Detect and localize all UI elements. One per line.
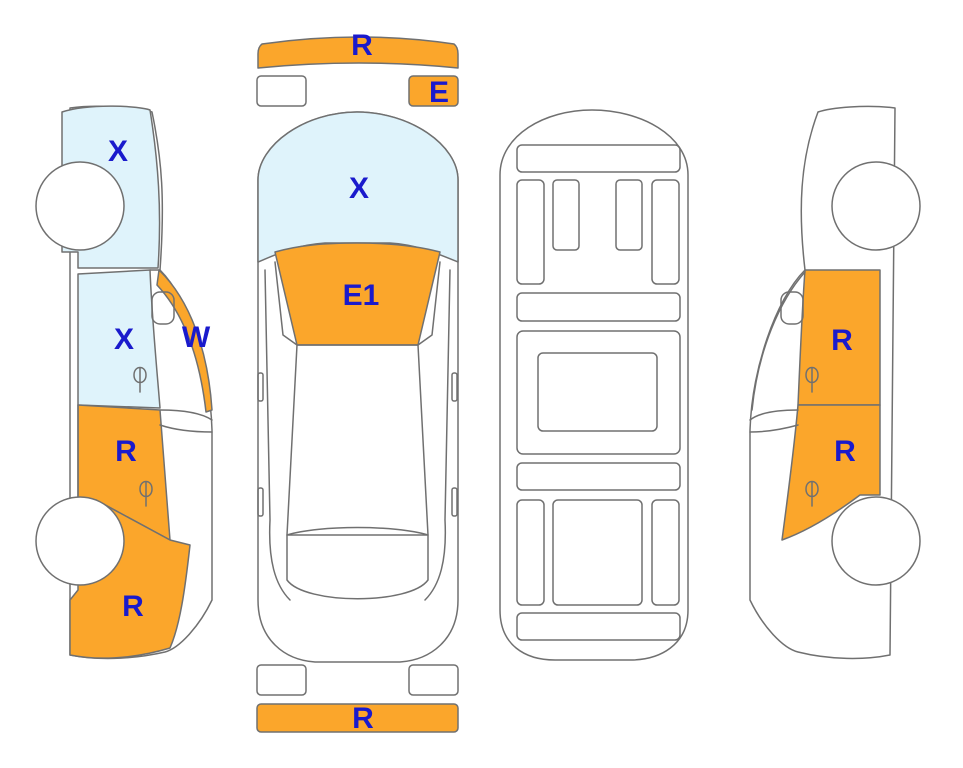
left-a-pillar-line bbox=[274, 261, 298, 346]
right-front-door-code[interactable]: R bbox=[834, 435, 856, 468]
left-pillar-code[interactable]: W bbox=[181, 321, 211, 354]
right-side-trim bbox=[424, 269, 451, 601]
right-front-handle bbox=[805, 480, 819, 507]
hood-panel[interactable] bbox=[274, 242, 441, 346]
left-mirror-side bbox=[151, 291, 175, 325]
windshield-code[interactable]: X bbox=[348, 172, 370, 205]
right-rear-wheel bbox=[831, 496, 921, 586]
left-front-door-code[interactable]: R bbox=[115, 435, 137, 468]
left-door-lines bbox=[77, 269, 213, 501]
underbody-rear-bar bbox=[516, 612, 681, 641]
underbody-front-left-mount bbox=[552, 179, 580, 251]
underbody-spare-well bbox=[552, 499, 643, 606]
front-bumper-panel[interactable] bbox=[257, 36, 459, 69]
right-door-lines bbox=[749, 271, 806, 433]
taillight-right-panel[interactable] bbox=[408, 664, 459, 696]
left-front-glass-code[interactable]: X bbox=[107, 135, 129, 168]
left-side-trim bbox=[264, 269, 291, 601]
left-mirror bbox=[257, 372, 264, 402]
rear-window-outline bbox=[286, 526, 429, 600]
underbody-front-left-rail bbox=[516, 179, 545, 285]
underbody-front-right-rail bbox=[651, 179, 680, 285]
left-front-handle bbox=[133, 366, 147, 393]
underbody-floor-inner bbox=[537, 352, 658, 432]
headlight-left-panel[interactable] bbox=[256, 75, 307, 107]
front-bumper-code[interactable]: R bbox=[351, 29, 373, 62]
underbody-crossmember bbox=[516, 292, 681, 322]
right-mirror-side bbox=[780, 291, 804, 325]
right-front-door-panel[interactable] bbox=[781, 404, 881, 541]
right-rear-handle bbox=[451, 487, 458, 517]
right-rear-door-code[interactable]: R bbox=[831, 324, 853, 357]
left-rear-quarter-code[interactable]: R bbox=[122, 590, 144, 623]
right-rear-handle bbox=[805, 366, 819, 393]
underbody-outline bbox=[499, 109, 689, 661]
underbody-floor-outer bbox=[516, 330, 681, 455]
underbody-rear-crossmember bbox=[516, 462, 681, 491]
left-rear-wheel bbox=[35, 496, 125, 586]
taillight-left-panel[interactable] bbox=[256, 664, 307, 696]
underbody-rear-right-rail bbox=[651, 499, 680, 606]
right-a-pillar-line bbox=[417, 261, 441, 346]
right-mirror bbox=[451, 372, 458, 402]
hood-code[interactable]: E1 bbox=[342, 279, 380, 312]
headlight-right-panel[interactable] bbox=[408, 75, 459, 107]
left-pillar-panel[interactable] bbox=[156, 269, 213, 413]
left-rear-handle-side bbox=[139, 480, 153, 507]
rear-bumper-code[interactable]: R bbox=[352, 702, 374, 735]
underbody-rear-left-rail bbox=[516, 499, 545, 606]
right-front-wheel bbox=[831, 161, 921, 251]
underbody-front-bar bbox=[516, 144, 681, 173]
underbody-front-right-mount bbox=[615, 179, 643, 251]
left-front-window-code[interactable]: X bbox=[113, 323, 135, 356]
left-rear-handle bbox=[257, 487, 264, 517]
left-front-wheel bbox=[35, 161, 125, 251]
headlight-right-code[interactable]: E bbox=[428, 76, 450, 109]
rear-bumper-panel[interactable] bbox=[256, 703, 459, 733]
